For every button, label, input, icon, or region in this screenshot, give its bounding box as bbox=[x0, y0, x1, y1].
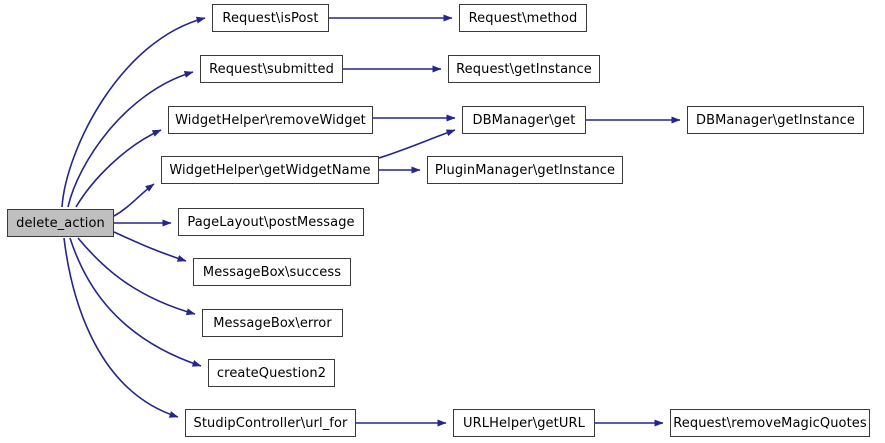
node-messagebox_error[interactable]: MessageBox\error bbox=[202, 309, 343, 337]
node-request_method[interactable]: Request\method bbox=[459, 4, 587, 32]
node-label-widgethelper_getwidgetname: WidgetHelper\getWidgetName bbox=[169, 162, 371, 178]
node-label-dbmanager_get: DBManager\get bbox=[472, 112, 576, 128]
node-label-request_submitted: Request\submitted bbox=[209, 61, 334, 77]
node-request_ispost[interactable]: Request\isPost bbox=[212, 4, 329, 32]
node-label-request_ispost: Request\isPost bbox=[222, 10, 319, 26]
node-label-request_removemagicquotes: Request\removeMagicQuotes bbox=[673, 415, 867, 431]
node-dbmanager_get[interactable]: DBManager\get bbox=[462, 106, 586, 134]
call-edge-delete_action-to-request_submitted bbox=[67, 71, 194, 208]
node-messagebox_success[interactable]: MessageBox\success bbox=[193, 258, 351, 286]
node-delete_action[interactable]: delete_action bbox=[7, 209, 114, 237]
node-label-pluginmanager_getinstance: PluginManager\getInstance bbox=[434, 162, 616, 178]
node-widgethelper_getwidgetname[interactable]: WidgetHelper\getWidgetName bbox=[161, 156, 379, 184]
node-label-urlhelper_geturl: URLHelper\getURL bbox=[463, 415, 585, 431]
node-dbmanager_getinstance[interactable]: DBManager\getInstance bbox=[687, 106, 864, 134]
call-edge-delete_action-to-widgethelper_getwidgetname bbox=[113, 183, 155, 217]
node-request_submitted[interactable]: Request\submitted bbox=[200, 55, 343, 83]
node-label-dbmanager_getinstance: DBManager\getInstance bbox=[695, 112, 856, 128]
node-label-messagebox_error: MessageBox\error bbox=[213, 315, 332, 331]
node-request_removemagicquotes[interactable]: Request\removeMagicQuotes bbox=[670, 409, 870, 437]
node-label-delete_action: delete_action bbox=[16, 215, 105, 231]
node-label-pagelayout_postmessage: PageLayout\postMessage bbox=[187, 214, 355, 230]
node-urlhelper_geturl[interactable]: URLHelper\getURL bbox=[453, 409, 595, 437]
node-label-messagebox_success: MessageBox\success bbox=[202, 264, 342, 280]
node-label-createquestion2: createQuestion2 bbox=[216, 365, 327, 381]
node-pluginmanager_getinstance[interactable]: PluginManager\getInstance bbox=[427, 156, 623, 184]
call-edge-delete_action-to-studipcontroller_url_for bbox=[63, 237, 179, 418]
node-label-request_getinstance: Request\getInstance bbox=[456, 61, 592, 77]
call-edge-delete_action-to-messagebox_success bbox=[113, 231, 187, 262]
call-edge-delete_action-to-messagebox_error bbox=[77, 237, 196, 316]
node-createquestion2[interactable]: createQuestion2 bbox=[208, 359, 335, 387]
node-widgethelper_removewidget[interactable]: WidgetHelper\removeWidget bbox=[168, 106, 373, 134]
node-label-request_method: Request\method bbox=[468, 10, 578, 26]
call-edge-widgethelper_getwidgetname-to-dbmanager_get bbox=[378, 129, 456, 159]
call-edge-delete_action-to-widgethelper_removewidget bbox=[75, 129, 162, 208]
call-edge-delete_action-to-createquestion2 bbox=[69, 237, 202, 367]
call-edge-delete_action-to-request_ispost bbox=[61, 16, 206, 208]
node-pagelayout_postmessage[interactable]: PageLayout\postMessage bbox=[178, 208, 364, 236]
node-label-widgethelper_removewidget: WidgetHelper\removeWidget bbox=[175, 112, 366, 128]
node-studipcontroller_url_for[interactable]: StudipController\url_for bbox=[185, 409, 356, 437]
node-request_getinstance[interactable]: Request\getInstance bbox=[448, 55, 600, 83]
node-label-studipcontroller_url_for: StudipController\url_for bbox=[193, 415, 348, 431]
